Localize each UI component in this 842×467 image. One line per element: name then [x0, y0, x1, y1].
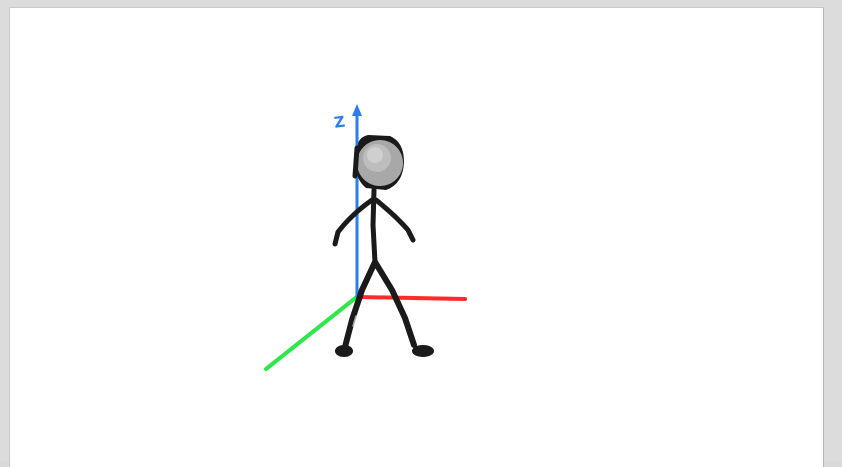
right-foot: [413, 346, 433, 356]
right-arm: [376, 200, 413, 240]
z-axis-label: Z: [333, 113, 346, 132]
left-foot: [336, 346, 352, 356]
x-axis-line: [358, 297, 465, 299]
head-highlight-inner: [367, 147, 383, 163]
y-axis-line: [266, 296, 358, 369]
left-arm: [335, 200, 372, 244]
figure-head: [355, 135, 404, 190]
z-axis-arrowhead: [352, 104, 362, 116]
right-leg: [375, 262, 414, 345]
stick-figure[interactable]: [335, 190, 433, 356]
head-back-stroke: [355, 148, 357, 176]
